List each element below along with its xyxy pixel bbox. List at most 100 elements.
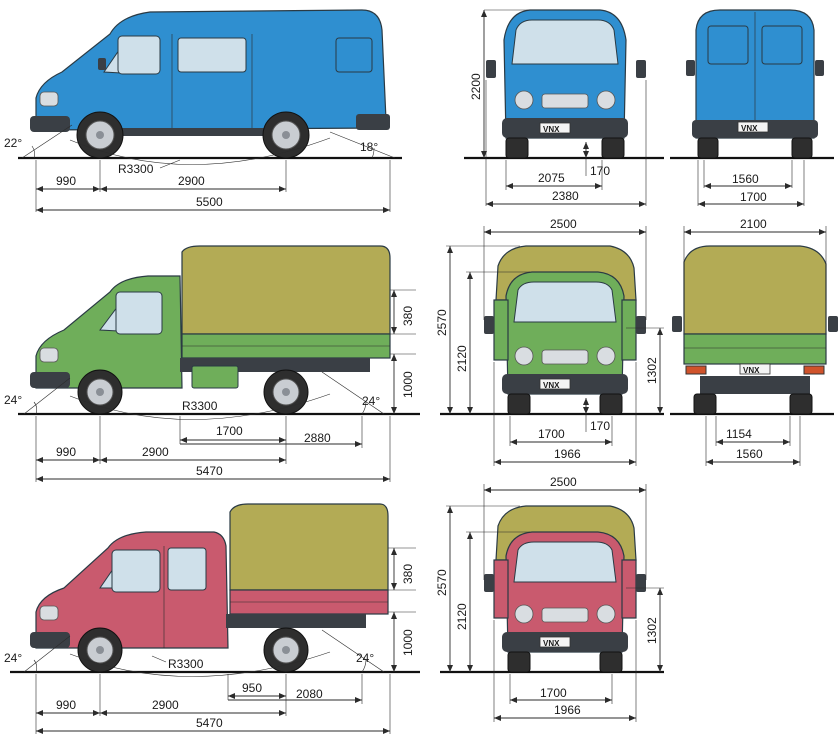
grille xyxy=(541,607,589,623)
departure-angle-label: 24° xyxy=(362,394,380,408)
approach-angle-arc xyxy=(31,145,35,159)
pickup-rear-wheel xyxy=(263,369,309,415)
rear-axle-to-platform-label: 1700 xyxy=(216,424,243,438)
rear-tire-left xyxy=(697,137,719,159)
departure-angle-arc xyxy=(371,147,375,159)
overall-length-label: 5470 xyxy=(196,716,223,730)
headlight-right xyxy=(596,90,616,110)
turn-radius-leader xyxy=(159,159,181,169)
tarp-height-label: 380 xyxy=(401,306,415,326)
plate-text: VNX xyxy=(543,125,560,134)
crew-front-view: VNX 2500 2570 2120 1302 1700 1966 xyxy=(435,475,664,722)
plate-text: VNX xyxy=(543,639,560,648)
top-width-label: 2500 xyxy=(550,475,577,489)
track-label: 2075 xyxy=(538,171,565,185)
platform-length-label: 2080 xyxy=(296,687,323,701)
van-mirror xyxy=(98,58,106,70)
rear-lamp-left xyxy=(685,365,707,375)
turn-radius-leader xyxy=(151,655,167,663)
pickup-door-window xyxy=(115,291,163,335)
mirror-right xyxy=(815,60,824,76)
front-overhang-label: 990 xyxy=(56,445,76,459)
front-tire-left xyxy=(507,393,531,415)
cab-height-label: 2120 xyxy=(455,603,469,630)
van-side-window xyxy=(177,37,247,73)
pickup-rear-view: VNX 2100 1154 1560 xyxy=(670,217,838,466)
headlight-left xyxy=(514,346,534,366)
license-plate xyxy=(739,363,771,375)
rear-tire-right xyxy=(789,393,813,415)
crew-front-door-window xyxy=(111,549,161,593)
departure-angle-line xyxy=(329,131,396,159)
departure-angle-line xyxy=(321,371,385,415)
headlight-right xyxy=(596,604,616,624)
van-rocker-panel xyxy=(120,128,270,136)
pickup-front-bumper xyxy=(30,372,70,388)
crew-front-bumper xyxy=(30,632,70,648)
turn-radius-label: R3300 xyxy=(168,657,204,671)
approach-angle-arc xyxy=(33,659,38,673)
headlight-right xyxy=(596,346,616,366)
license-plate xyxy=(737,121,769,133)
track-label: 1700 xyxy=(540,686,567,700)
plate-text: VNX xyxy=(543,381,560,390)
approach-angle-arc xyxy=(33,401,38,415)
front-windshield xyxy=(513,541,617,583)
pickup-front-view: VNX 2500 2570 2120 1302 1700 170 1966 xyxy=(435,217,664,466)
platform-side-left xyxy=(493,299,509,361)
overall-height-label: 2570 xyxy=(435,569,449,596)
van-front-windshield xyxy=(511,19,619,65)
cab-height-label: 2120 xyxy=(455,345,469,372)
platform-height-label: 1302 xyxy=(645,357,659,384)
platform-height-label: 1000 xyxy=(401,371,415,398)
pickup-headlight xyxy=(39,347,59,363)
wheelbase-label: 2900 xyxy=(142,445,169,459)
platform-height-label: 1302 xyxy=(645,617,659,644)
headlight-left xyxy=(514,604,534,624)
width-label: 1700 xyxy=(740,190,767,204)
pickup-tarp xyxy=(181,245,391,335)
overall-height-label: 2570 xyxy=(435,309,449,336)
pickup-fuel-tank xyxy=(191,365,239,389)
mirror-left xyxy=(484,316,494,334)
rear-frame xyxy=(700,376,810,394)
platform-height-label: 1000 xyxy=(401,629,415,656)
clearance-label: 170 xyxy=(590,419,610,433)
front-tire-left xyxy=(507,651,531,673)
van-rear-wheel xyxy=(262,111,310,159)
top-width-label: 2500 xyxy=(550,217,577,231)
van-headlight xyxy=(39,91,59,107)
front-overhang-label: 990 xyxy=(56,174,76,188)
overall-length-label: 5470 xyxy=(196,464,223,478)
approach-angle-label: 22° xyxy=(4,136,22,150)
van-rear-view: VNX 1560 1700 xyxy=(670,9,834,207)
license-plate xyxy=(539,122,571,134)
turn-radius-arc xyxy=(69,393,331,420)
clearance-label: 170 xyxy=(590,164,610,178)
van-front-view: VNX 2200 2075 170 2380 xyxy=(464,9,664,207)
van-front-wheel xyxy=(76,111,124,159)
tarp-rear xyxy=(683,245,827,335)
approach-angle-label: 24° xyxy=(4,651,22,665)
overall-length-label: 5500 xyxy=(196,195,223,209)
width-label: 2380 xyxy=(552,189,579,203)
departure-angle-arc xyxy=(361,401,367,415)
track-label: 1154 xyxy=(726,427,752,441)
approach-angle-line xyxy=(23,635,71,673)
front-tire-right xyxy=(601,137,625,159)
width-label: 1560 xyxy=(736,447,763,461)
top-width-label: 2100 xyxy=(740,217,767,231)
van-front-bumper xyxy=(30,116,70,132)
rear-tire-left xyxy=(693,393,717,415)
approach-angle-label: 24° xyxy=(4,393,22,407)
platform-length-label: 2880 xyxy=(304,431,331,445)
license-plate xyxy=(539,636,571,648)
mirror-right xyxy=(636,60,646,78)
turn-radius-arc xyxy=(69,651,331,677)
turn-radius-label: R3300 xyxy=(118,162,154,176)
mirror-right xyxy=(636,574,646,592)
mirror-left xyxy=(484,574,494,592)
tarp-height-label: 380 xyxy=(401,564,415,584)
grille xyxy=(541,93,589,109)
departure-angle-arc xyxy=(361,659,367,673)
